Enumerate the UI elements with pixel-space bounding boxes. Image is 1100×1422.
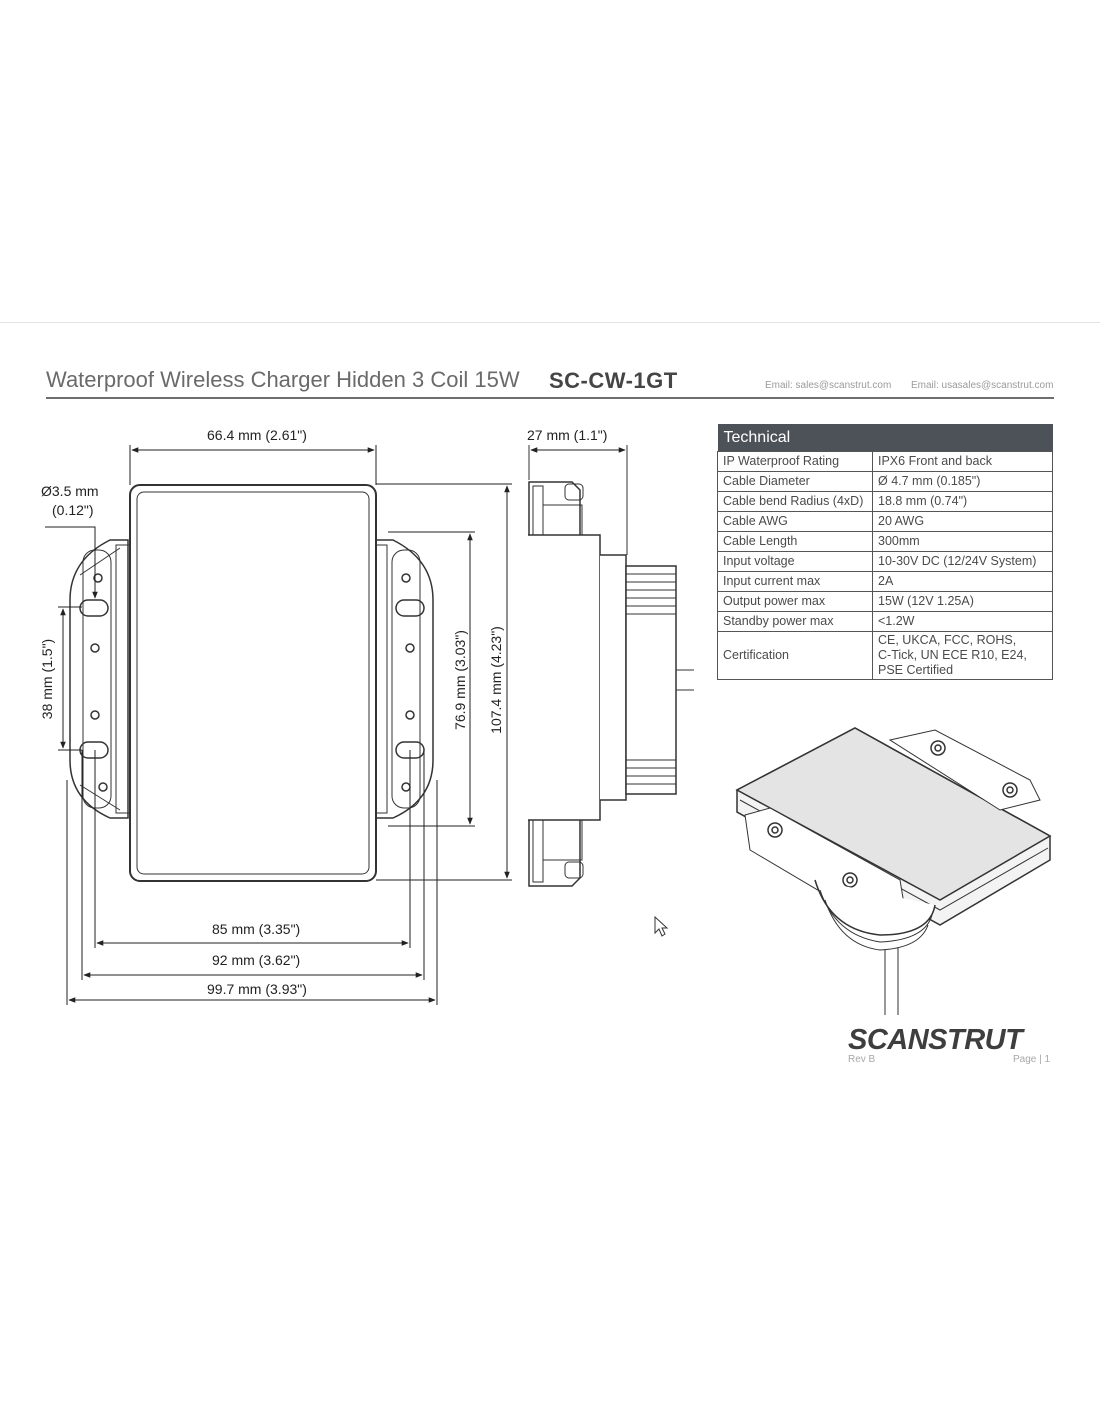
spec-value: <1.2W (872, 611, 1053, 632)
document-title: Waterproof Wireless Charger Hidden 3 Coi… (46, 367, 520, 392)
mouse-pointer-icon (654, 915, 669, 937)
spec-label: Cable AWG (717, 511, 873, 532)
isometric-view (735, 727, 1052, 1015)
spec-value: IPX6 Front and back (872, 451, 1053, 472)
dim-width-99: 99.7 mm (3.93") (207, 981, 307, 997)
dim-width-85: 85 mm (3.35") (212, 921, 301, 937)
dim-height-total: 107.4 mm (4.23") (488, 626, 504, 734)
spec-label: Input voltage (717, 551, 873, 572)
dim-width-92: 92 mm (3.62") (212, 952, 301, 968)
spec-value-certification: CE, UKCA, FCC, ROHS, C-Tick, UN ECE R10,… (872, 631, 1053, 680)
technical-heading: Technical (717, 424, 1053, 452)
side-view (528, 445, 694, 887)
spec-label: Cable Diameter (717, 471, 873, 492)
spec-label: Cable bend Radius (4xD) (717, 491, 873, 512)
dim-depth: 27 mm (1.1") (527, 427, 608, 443)
spec-label: Output power max (717, 591, 873, 612)
spec-label: Standby power max (717, 611, 873, 632)
cert-line: PSE Certified (878, 663, 954, 677)
dim-hole-spacing: 38 mm (1.5") (39, 638, 55, 720)
spec-value: 300mm (872, 531, 1053, 552)
front-view (69, 484, 434, 882)
spec-label: Cable Length (717, 531, 873, 552)
table-row-certification: Certification CE, UKCA, FCC, ROHS, C-Tic… (717, 631, 1053, 680)
dim-height-inner: 76.9 mm (3.03") (452, 630, 468, 730)
cert-line: CE, UKCA, FCC, ROHS, (878, 633, 1017, 647)
spec-label: Certification (717, 631, 873, 680)
cert-line: C-Tick, UN ECE R10, E24, (878, 648, 1027, 662)
dim-width-top: 66.4 mm (2.61") (207, 427, 307, 443)
spec-value: 2A (872, 571, 1053, 592)
dim-hole-diameter-in: (0.12") (52, 502, 94, 518)
table-row: Cable bend Radius (4xD)18.8 mm (0.74") (717, 491, 1053, 512)
sales-email: Email: sales@scanstrut.com (765, 380, 892, 391)
page-top-divider (0, 322, 1100, 323)
revision: Rev B (848, 1054, 876, 1065)
spec-label: IP Waterproof Rating (717, 451, 873, 472)
brand-logo: SCANSTRUT (848, 1024, 1023, 1056)
spec-value: 20 AWG (872, 511, 1053, 532)
spec-value: 15W (12V 1.25A) (872, 591, 1053, 612)
page-number: Page | 1 (1013, 1054, 1051, 1065)
header-rule (46, 397, 1054, 399)
spec-value: 10-30V DC (12/24V System) (872, 551, 1053, 572)
spec-value: Ø 4.7 mm (0.185") (872, 471, 1053, 492)
spec-value: 18.8 mm (0.74") (872, 491, 1053, 512)
spec-label: Input current max (717, 571, 873, 592)
model-number: SC-CW-1GT (549, 368, 678, 393)
front-dimension-lines (45, 445, 512, 1005)
usa-sales-email: Email: usasales@scanstrut.com (911, 380, 1054, 391)
table-row: Standby power max<1.2W (717, 611, 1053, 632)
dim-hole-diameter: Ø3.5 mm (41, 483, 99, 499)
